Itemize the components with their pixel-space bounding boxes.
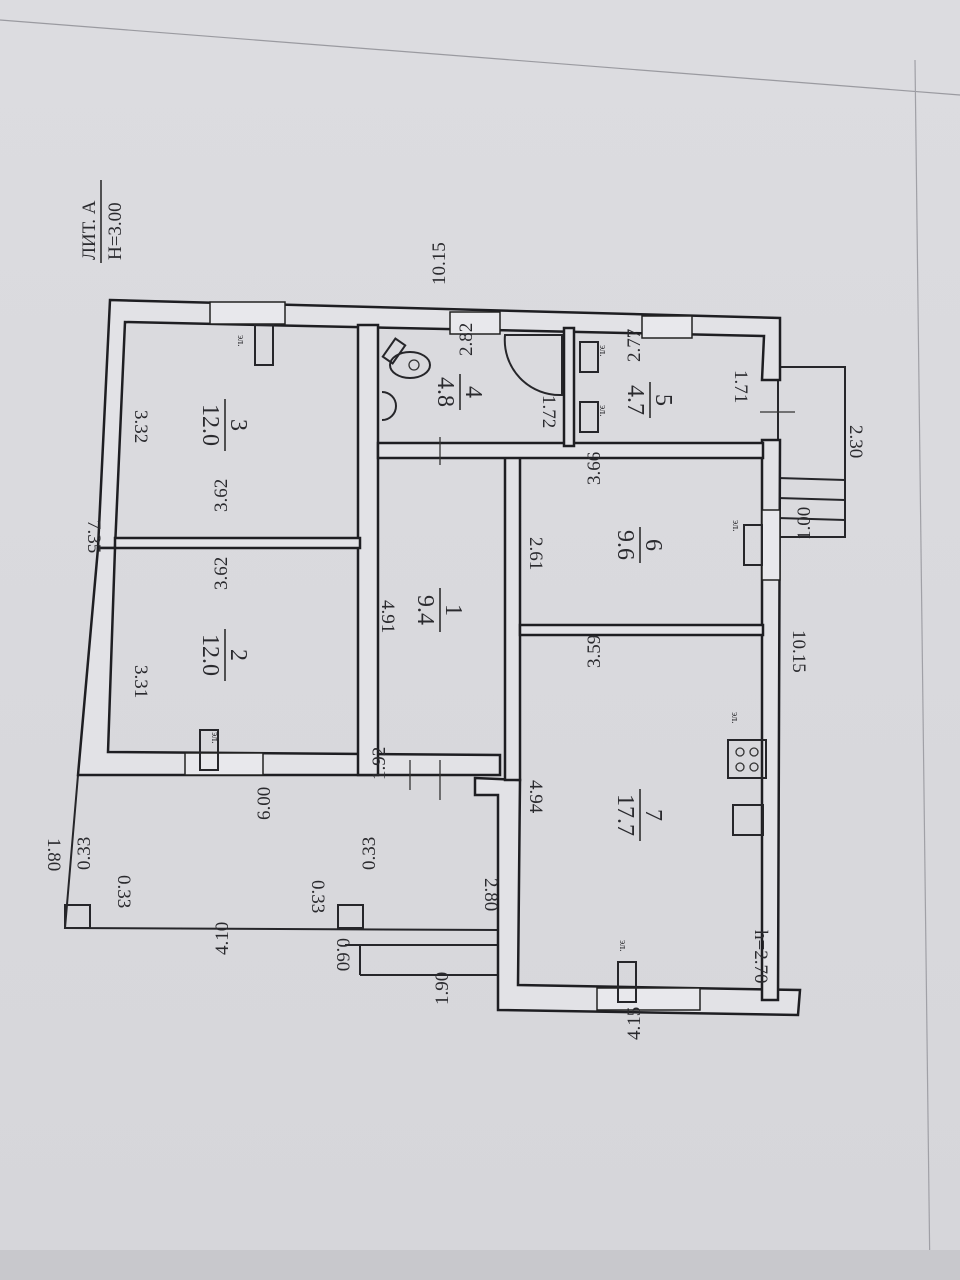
heater-label: эл.: [729, 712, 740, 724]
heater-label: эл.: [597, 405, 608, 417]
heater-label: эл.: [235, 335, 246, 347]
dim-porch-left-w: 2.80: [480, 878, 501, 911]
dim-porch-left-a: 1.80: [43, 838, 64, 871]
heater-label: эл.: [617, 940, 628, 952]
dim-porch-left-len: 4.10: [212, 922, 233, 955]
title-block: ЛИТ. А H=3.00: [79, 180, 126, 263]
dim-r6-len: 3.66: [584, 452, 605, 485]
dim-porch-right-depth: 1.00: [794, 507, 815, 540]
dim-porch-right-len: 2.30: [845, 425, 866, 458]
dim-porch-col-d: 0.33: [359, 837, 380, 870]
window-room4: [449, 311, 501, 335]
svg-text:9.4: 9.4: [412, 595, 438, 625]
radiator-icon: [743, 524, 763, 566]
dim-outer-top: 10.15: [429, 242, 450, 285]
heater-icon: [579, 401, 599, 433]
heater-label: эл.: [730, 520, 741, 532]
radiator-icon: [617, 961, 637, 1003]
room-2-label: 212.0: [197, 629, 251, 681]
dim-r5-width: 1.71: [730, 370, 751, 403]
shower-icon: [503, 334, 563, 397]
dim-porch-col-a: 0.33: [74, 837, 95, 870]
dim-r3-width: 3.62: [211, 479, 232, 512]
dim-left-upper: 7.35: [83, 520, 104, 553]
dim-porch-bottom: 1.90: [432, 972, 453, 1005]
dim-h-kitchen: h=2.70: [750, 930, 771, 983]
dim-r3-len: 3.32: [130, 410, 151, 443]
room-6-label: 69.6: [612, 527, 666, 563]
room-7-label: 717.7: [612, 789, 666, 841]
svg-text:4.7: 4.7: [622, 385, 648, 415]
svg-text:17.7: 17.7: [612, 794, 638, 836]
dim-r2-width: 3.62: [211, 557, 232, 590]
svg-text:12.0: 12.0: [197, 634, 223, 676]
dim-r4-width: 1.72: [538, 395, 559, 428]
sink-unit-icon: [732, 804, 764, 836]
toilet-icon: [381, 337, 431, 379]
heater-icon: [579, 341, 599, 373]
windows: [184, 301, 781, 1011]
dimension-labels: 7.35 3.32 3.31 3.62 3.62 10.15 4.91 1.92…: [43, 242, 866, 1040]
dim-porch-col-c: 0.33: [307, 880, 328, 913]
exterior-walls: [76, 298, 802, 1017]
dim-porch-col-b: 0.33: [113, 875, 134, 908]
svg-text:12.0: 12.0: [197, 404, 223, 446]
radiator-icon: [199, 729, 219, 771]
svg-text:3: 3: [225, 419, 251, 431]
window-room5: [641, 315, 693, 339]
paper-edge-line: [0, 19, 960, 96]
heater-labels: эл. эл. эл. эл. эл. эл. эл.: [209, 335, 741, 952]
window-room6: [761, 509, 781, 581]
heater-label: эл.: [597, 345, 608, 357]
dim-r2-len: 3.31: [130, 665, 151, 698]
dim-r1-len: 4.91: [377, 600, 398, 633]
heater-label: эл.: [209, 732, 220, 744]
dim-r2-bottom: 6.00: [254, 787, 275, 820]
svg-text:1: 1: [440, 604, 466, 616]
radiator-icon: [254, 324, 274, 366]
room-labels: 19.4 212.0 312.0 44.8 54.7 69.6 717.7: [197, 374, 676, 841]
dim-r7-len: 3.59: [584, 635, 605, 668]
sink-icon: [381, 391, 397, 421]
room-3-label: 312.0: [197, 399, 251, 451]
paper-edge-line: [914, 59, 931, 1280]
interior-walls: [113, 323, 765, 782]
dim-r6-width: 2.61: [525, 537, 546, 570]
dim-r5-len: 2.77: [624, 329, 645, 362]
svg-text:9.6: 9.6: [612, 530, 638, 560]
dim-r7-width: 4.94: [525, 780, 546, 814]
room-5-label: 54.7: [622, 382, 676, 418]
title-height: H=3.00: [105, 202, 126, 260]
left-porch: [63, 774, 501, 976]
window-room7: [596, 987, 701, 1011]
dim-kitchen-end: 4.15: [624, 1007, 645, 1040]
svg-text:5: 5: [650, 394, 676, 406]
svg-text:7: 7: [640, 809, 666, 821]
stove-icon: [727, 739, 767, 779]
dim-r1-door: 1.92: [369, 747, 390, 780]
dim-outer-bottom: 10.15: [788, 630, 809, 673]
dim-porch-step: 0.60: [332, 938, 353, 971]
door-marks: [409, 437, 441, 800]
window-room2: [184, 752, 264, 776]
svg-text:2: 2: [225, 649, 251, 661]
paper-bottom-edge: [0, 1250, 960, 1280]
room-1-label: 19.4: [412, 588, 466, 632]
dim-r4-len: 2.82: [456, 323, 477, 356]
window-room3: [209, 301, 286, 325]
svg-text:6: 6: [640, 539, 666, 551]
svg-text:4.8: 4.8: [432, 377, 458, 407]
svg-text:4: 4: [460, 386, 486, 398]
title-lit: ЛИТ. А: [79, 200, 100, 260]
fixtures: [199, 324, 767, 1003]
room-4-label: 44.8: [432, 374, 486, 410]
